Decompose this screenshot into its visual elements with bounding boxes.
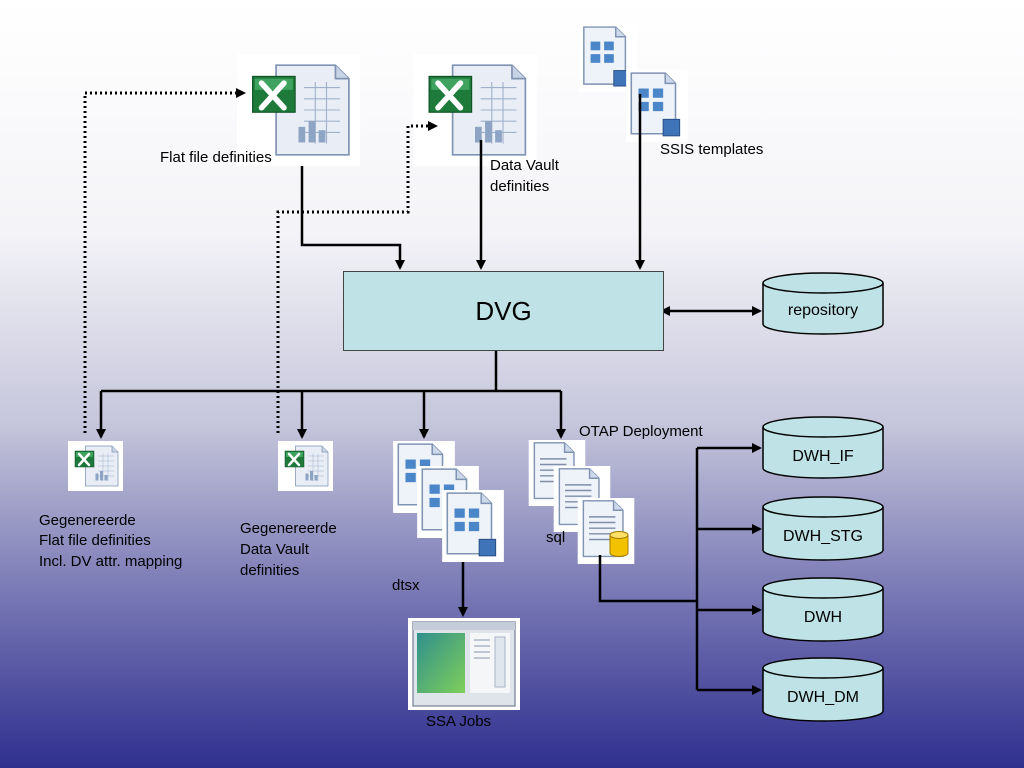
dtsx-label: dtsx (392, 577, 420, 594)
database-cylinder-dwh: DWH (762, 577, 884, 642)
database-label: DWH_DM (787, 689, 859, 706)
repository-cylinder: repository (762, 272, 884, 335)
data-vault-label-line2: definities (490, 178, 550, 195)
dvg-label: DVG (475, 295, 532, 326)
ssa-jobs-window-icon (408, 618, 520, 710)
excel-file-icon (278, 440, 333, 492)
data-vault-label-line1: Data Vault (490, 157, 559, 174)
excel-file-icon (413, 54, 536, 166)
generated-flat-file-label-line1: Gegenereerde (39, 512, 136, 529)
generated-data-vault-label-line1: Gegenereerde (240, 520, 337, 537)
database-label: DWH_IF (792, 448, 854, 465)
database-cylinder-dwh-if: DWH_IF (762, 416, 884, 479)
database-label: DWH_STG (783, 528, 863, 545)
generated-flat-file-label-line3: Incl. DV attr. mapping (39, 553, 183, 570)
dvg-generator-box: DVG (343, 271, 664, 351)
ssis-package-icon (441, 490, 505, 562)
generated-flat-file-label-line2: Flat file definities (39, 532, 151, 549)
database-icon (609, 531, 629, 557)
generated-data-vault-label-line3: definities (240, 562, 300, 579)
sql-label: sql (546, 529, 566, 546)
generated-data-vault-label-line2: Data Vault (240, 541, 309, 558)
otap-deployment-label: OTAP Deployment (579, 423, 703, 440)
repository-label: repository (788, 302, 858, 319)
database-cylinder-dwh-dm: DWH_DM (762, 657, 884, 722)
database-cylinder-dwh-stg: DWH_STG (762, 496, 884, 561)
ssis-package-icon (626, 70, 688, 142)
flat-file-definities-label: Flat file definities (160, 149, 272, 166)
generated-flat-file-feedback-line (83, 88, 246, 433)
database-label: DWH (804, 609, 842, 626)
generated-data-vault-feedback-line (276, 121, 438, 433)
ssa-jobs-label: SSA Jobs (426, 713, 492, 730)
flat-file-to-dvg-arrow (300, 166, 405, 270)
excel-file-icon (68, 440, 123, 492)
sql-deploy-connector (598, 555, 697, 603)
ssis-templates-label: SSIS templates (660, 141, 764, 158)
